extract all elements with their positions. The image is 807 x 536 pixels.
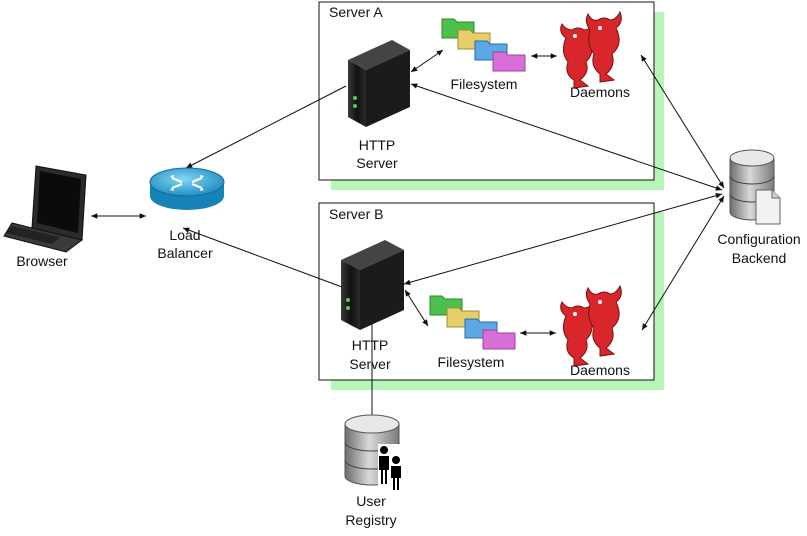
folders-icon xyxy=(441,18,526,72)
daemons-b-node[interactable]: Daemons xyxy=(560,284,630,378)
edge-lb-server-a xyxy=(185,85,347,169)
browser-label: Browser xyxy=(16,253,68,269)
edge-server-a-fs xyxy=(410,49,444,73)
filesystem-b-node[interactable]: Filesystem xyxy=(429,295,516,370)
server-a-title: Server A xyxy=(329,4,383,20)
server-tower-icon xyxy=(348,40,410,127)
http-server-a-label-1: HTTP xyxy=(359,137,396,153)
load-balancer-node[interactable]: Load Balancer xyxy=(149,167,225,261)
edge-daemons-a-config xyxy=(640,54,725,189)
config-backend-label-1: Configuration xyxy=(717,231,800,247)
daemon-mascot-icon xyxy=(560,284,622,367)
router-icon xyxy=(149,167,225,210)
http-server-a-label-2: Server xyxy=(356,155,398,171)
server-b-title: Server B xyxy=(329,206,383,222)
config-backend-label-2: Backend xyxy=(732,250,786,266)
browser-node[interactable]: Browser xyxy=(3,165,87,269)
filesystem-a-node[interactable]: Filesystem xyxy=(441,18,526,92)
http-server-b-node[interactable]: HTTP Server xyxy=(341,240,404,372)
http-server-a-node[interactable]: HTTP Server xyxy=(348,40,410,171)
user-registry-node[interactable]: User Registry xyxy=(344,414,404,528)
daemon-mascot-icon xyxy=(560,10,622,89)
daemons-a-label: Daemons xyxy=(570,84,630,100)
database-users-icon xyxy=(344,414,404,490)
daemons-b-label: Daemons xyxy=(570,362,630,378)
http-server-b-label-1: HTTP xyxy=(352,337,389,353)
config-backend-node[interactable]: Configuration Backend xyxy=(717,149,801,266)
user-registry-label-1: User xyxy=(356,493,386,509)
laptop-icon xyxy=(3,165,87,253)
server-tower-icon xyxy=(341,240,404,330)
daemons-a-node[interactable]: Daemons xyxy=(560,10,630,100)
edge-server-b-fs xyxy=(404,289,429,327)
folders-icon xyxy=(429,295,516,350)
load-balancer-label-1: Load xyxy=(169,227,200,243)
edge-lb-server-b xyxy=(182,227,343,288)
edges xyxy=(91,49,725,420)
http-server-b-label-2: Server xyxy=(349,356,391,372)
filesystem-b-label: Filesystem xyxy=(438,354,505,370)
user-registry-label-2: Registry xyxy=(345,512,396,528)
edge-daemons-b-config xyxy=(641,195,725,331)
filesystem-a-label: Filesystem xyxy=(451,76,518,92)
database-document-icon xyxy=(729,149,781,225)
load-balancer-label-2: Balancer xyxy=(157,245,213,261)
